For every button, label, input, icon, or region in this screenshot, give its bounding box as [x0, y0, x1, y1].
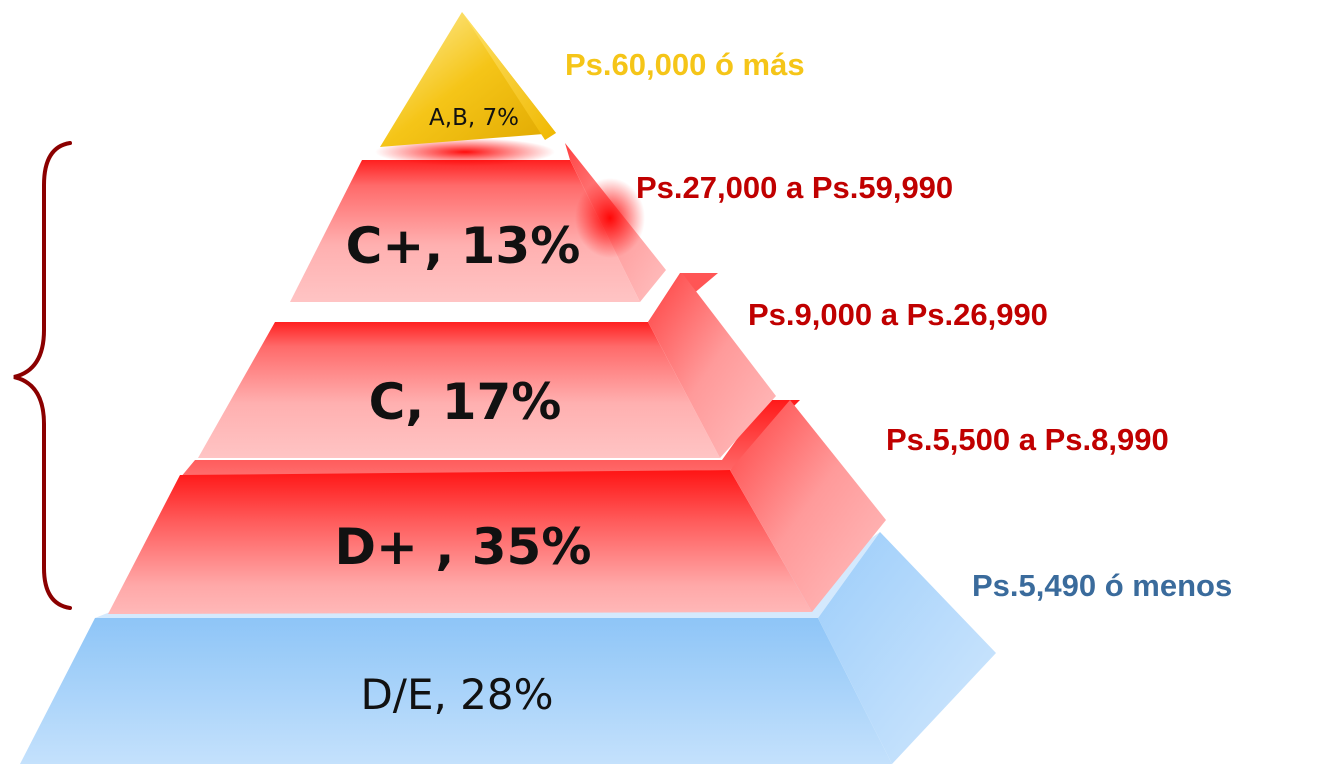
level-de-front [20, 618, 892, 764]
level-ab-side [462, 12, 556, 140]
level-cplus: C+, 13% [290, 138, 666, 302]
income-label-ab: Ps.60,000 ó más [565, 47, 805, 82]
level-cplus-front [290, 160, 640, 302]
level-dplus: D+ , 35% [108, 400, 886, 614]
level-ab-label: A,B, 7% [429, 105, 519, 131]
level-ab: A,B, 7% [380, 12, 556, 147]
level-c-side [648, 273, 776, 458]
level-cplus-top-glow [375, 138, 555, 166]
level-dplus-top [180, 400, 800, 478]
level-ab-front [380, 12, 556, 147]
level-cplus-label: C+, 13% [346, 217, 581, 275]
level-de-side [818, 532, 996, 764]
income-label-de: Ps.5,490 ó menos [972, 568, 1232, 603]
level-de-label: D/E, 28% [360, 670, 553, 719]
level-c-label: C, 17% [369, 373, 562, 431]
level-dplus-front [108, 470, 812, 614]
curly-brace-icon [13, 141, 72, 610]
income-label-c: Ps.9,000 a Ps.26,990 [748, 297, 1048, 332]
level-dplus-side [730, 400, 886, 612]
level-c-front [198, 322, 720, 458]
income-label-cplus: Ps.27,000 a Ps.59,990 [636, 170, 953, 205]
level-cplus-highlight [575, 178, 645, 258]
level-c: C, 17% [198, 273, 776, 458]
level-dplus-label: D+ , 35% [335, 518, 592, 576]
income-label-dplus: Ps.5,500 a Ps.8,990 [886, 422, 1169, 457]
